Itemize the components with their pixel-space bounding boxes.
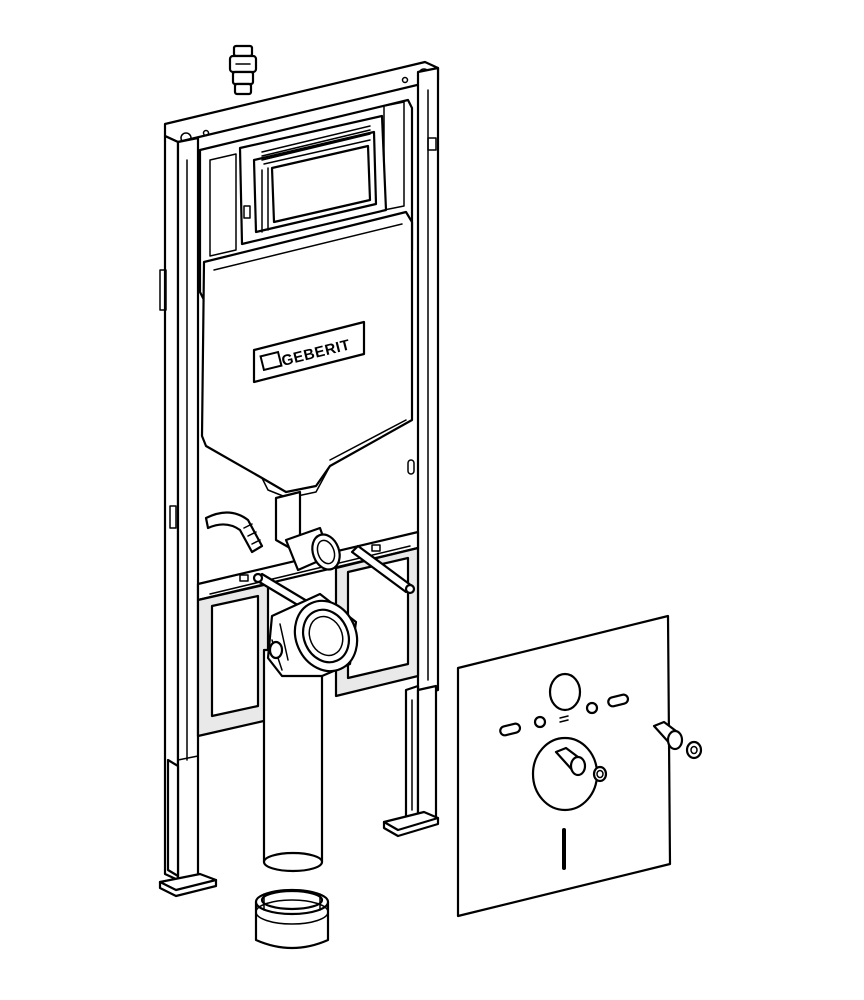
internal-pipes: [204, 490, 341, 572]
installation-frame: [158, 60, 440, 898]
soundproofing-pad: [456, 614, 672, 918]
pad-washer: [685, 740, 703, 760]
pipe-connector: [254, 888, 330, 950]
actuator-opening: [238, 114, 388, 246]
cistern: GEBERIT: [198, 98, 414, 499]
supply-valve: [228, 44, 258, 96]
drain-pipe: [262, 592, 359, 873]
pad-bolt: [652, 720, 684, 751]
